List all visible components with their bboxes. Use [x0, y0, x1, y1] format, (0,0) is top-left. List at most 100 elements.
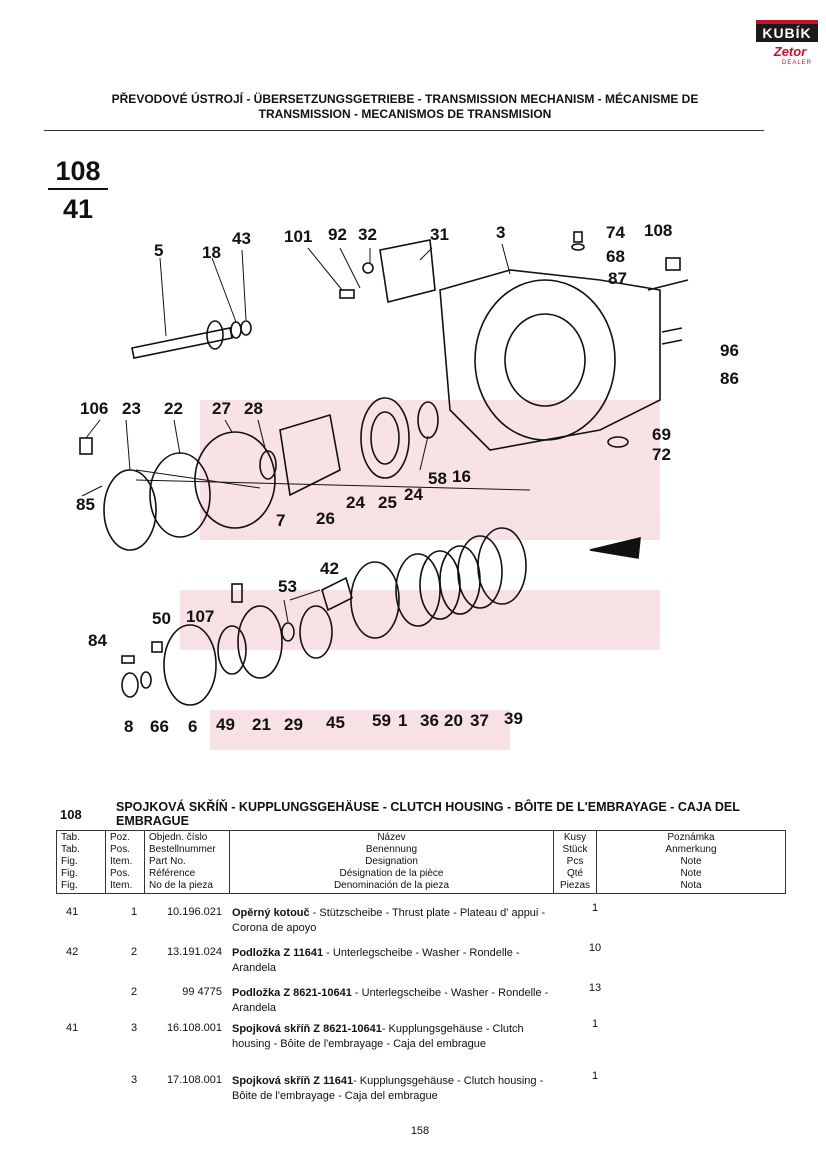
row-qty: 1	[591, 902, 599, 914]
callout-69: 69	[652, 425, 671, 444]
part-housing-bore	[474, 279, 616, 441]
row-pos: 1	[130, 906, 138, 918]
part-pin-87	[647, 279, 689, 291]
callout-18: 18	[202, 243, 221, 262]
col-header-tab: Tab.Tab.Fig.Fig.Fig.	[56, 830, 106, 894]
callout-32: 32	[358, 225, 377, 244]
part-flange-45	[299, 605, 333, 659]
callout-26: 26	[316, 509, 335, 528]
callout-85: 85	[76, 495, 95, 514]
section-title-line1: PŘEVODOVÉ ÚSTROJÍ - ÜBERSETZUNGSGETRIEBE…	[111, 92, 699, 106]
logo-brand: KUBÍK	[756, 20, 818, 42]
callout-101: 101	[284, 227, 312, 246]
callout-16: 16	[452, 467, 471, 486]
leader-lines	[81, 243, 531, 623]
callout-21: 21	[252, 715, 271, 734]
watermark	[180, 400, 660, 750]
exploded-diagram: 5 18 43 101 92 32 31 3 74 68 108 87 96 8…	[76, 221, 739, 750]
part-disc-37	[457, 535, 503, 609]
direction-arrow-icon	[589, 536, 641, 559]
part-ring-39	[477, 527, 527, 605]
row-pos: 3	[130, 1022, 138, 1034]
kubik-zetor-logo: KUBÍK Zetor DEALER	[756, 14, 820, 66]
callout-107: 107	[186, 607, 214, 626]
part-gear-6	[163, 624, 217, 706]
part-washer-8	[121, 672, 139, 698]
callout-25: 25	[378, 493, 397, 512]
row-description: Opěrný kotouč - Stützscheibe - Thrust pl…	[232, 907, 546, 934]
part-ring-24-inner	[370, 411, 400, 465]
part-clutch-basket-7	[279, 413, 341, 497]
parts-table-header: Tab.Tab.Fig.Fig.Fig. Poz.Pos.Item.Pos.It…	[56, 830, 786, 894]
row-tab: 41	[66, 906, 79, 918]
part-sensor-108	[665, 257, 681, 271]
row-qty: 10	[588, 942, 602, 954]
row-part-no: 16.108.001	[166, 1022, 222, 1034]
title-divider	[44, 130, 764, 131]
col-header-pos: Poz.Pos.Item.Pos.Item.	[105, 830, 145, 894]
row-qty: 13	[588, 982, 602, 994]
part-washer-69	[607, 436, 629, 448]
callout-39: 39	[504, 709, 523, 728]
part-drawings	[79, 231, 689, 706]
logo-zetor: Zetor	[773, 44, 807, 59]
callout-96: 96	[720, 341, 739, 360]
callout-59: 59	[372, 711, 391, 730]
callout-24a: 24	[346, 493, 365, 512]
callout-43: 43	[232, 229, 251, 248]
callout-28: 28	[244, 399, 263, 418]
page-number: 158	[410, 1125, 430, 1137]
part-spring-42	[321, 576, 353, 612]
row-tab: 41	[66, 1022, 79, 1034]
part-ring-24	[360, 397, 410, 479]
callout-5: 5	[154, 241, 163, 260]
callout-3: 3	[496, 223, 505, 242]
row-description: Spojková skříň Z 8621-10641- Kupplungsge…	[232, 1023, 524, 1050]
row-pos: 2	[130, 986, 138, 998]
row-qty: 1	[591, 1070, 599, 1082]
part-pin-32	[362, 262, 374, 274]
figure-number: 108 41	[48, 156, 108, 224]
callout-8: 8	[124, 717, 133, 736]
figure-page-number: 41	[62, 194, 94, 224]
part-housing-inner	[504, 313, 586, 407]
part-bolt-84	[121, 655, 135, 664]
callout-24b: 24	[404, 485, 423, 504]
part-pin-96	[661, 327, 683, 333]
callout-49: 49	[216, 715, 235, 734]
row-qty: 1	[591, 1018, 599, 1030]
part-bushing-49	[217, 625, 247, 675]
row-part-no: 17.108.001	[166, 1074, 222, 1086]
callout-1: 1	[398, 711, 407, 730]
callout-29: 29	[284, 715, 303, 734]
part-washer-68	[571, 243, 585, 251]
part-nut-50	[151, 641, 163, 653]
part-shaft	[131, 327, 233, 359]
part-sensor-107	[231, 583, 243, 603]
callout-36: 36	[420, 711, 439, 730]
parts-table-caption: SPOJKOVÁ SKŘÍŇ - KUPPLUNGSGEHÄUSE - CLUT…	[116, 800, 740, 828]
row-part-no: 10.196.021	[166, 906, 222, 918]
part-cover-31	[379, 239, 436, 303]
part-plug-74	[573, 231, 583, 243]
part-pin-86	[661, 339, 683, 345]
row-description: Podložka Z 11641 - Unterlegscheibe - Was…	[232, 947, 520, 974]
section-title: PŘEVODOVÉ ÚSTROJÍ - ÜBERSETZUNGSGETRIEBE…	[80, 92, 730, 122]
part-washer-18	[230, 321, 242, 339]
callout-108: 108	[644, 221, 672, 240]
part-clutch-housing	[439, 269, 661, 451]
callout-22: 22	[164, 399, 183, 418]
callout-37: 37	[470, 711, 489, 730]
row-description: Spojková skříň Z 11641- Kupplungsgehäuse…	[232, 1075, 544, 1102]
callout-66: 66	[150, 717, 169, 736]
part-ring-59	[350, 561, 400, 639]
part-ring-27	[194, 431, 276, 529]
callout-45: 45	[326, 713, 345, 732]
callout-87: 87	[608, 269, 627, 288]
callout-92: 92	[328, 225, 347, 244]
